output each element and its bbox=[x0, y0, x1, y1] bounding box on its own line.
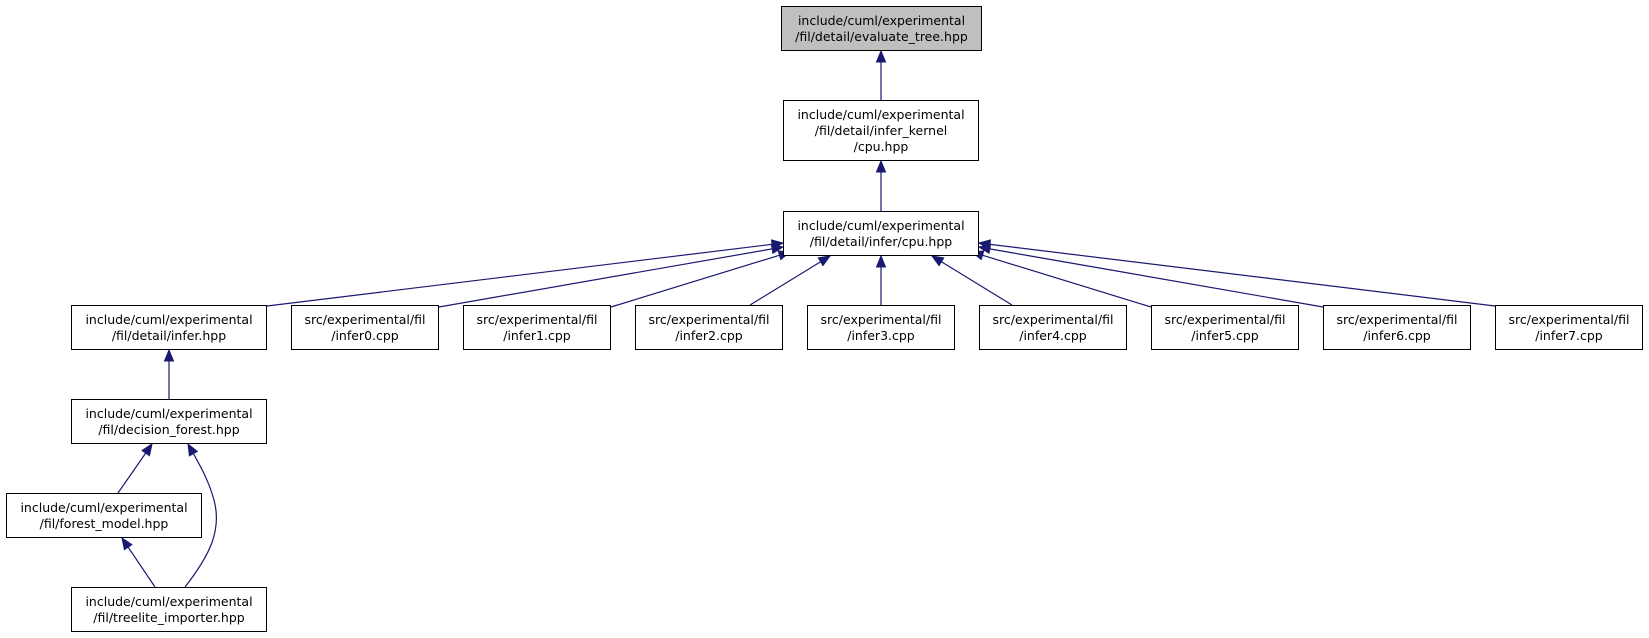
node-infer6[interactable]: src/experimental/fil /infer6.cpp bbox=[1323, 305, 1471, 350]
node-infer4[interactable]: src/experimental/fil /infer4.cpp bbox=[979, 305, 1127, 350]
node-detail-infer[interactable]: include/cuml/experimental /fil/detail/in… bbox=[71, 305, 267, 350]
node-treelite-importer[interactable]: include/cuml/experimental /fil/treelite_… bbox=[71, 587, 267, 632]
node-infer0[interactable]: src/experimental/fil /infer0.cpp bbox=[291, 305, 439, 350]
edge-infer4-to-infer-cpu-arrowhead bbox=[930, 255, 945, 267]
node-line: include/cuml/experimental bbox=[85, 311, 253, 327]
node-line: /fil/detail/evaluate_tree.hpp bbox=[795, 28, 968, 44]
edge-infer1-to-infer-cpu bbox=[610, 251, 791, 308]
node-line: include/cuml/experimental bbox=[85, 593, 253, 609]
node-line: /infer6.cpp bbox=[1363, 327, 1431, 343]
node-line: include/cuml/experimental bbox=[797, 12, 966, 28]
edge-infer7-to-infer-cpu bbox=[978, 242, 1496, 307]
edge-infer0-to-infer-cpu bbox=[438, 246, 784, 308]
edge-infer3-to-infer-cpu-arrowhead bbox=[875, 254, 887, 268]
node-infer-kernel-cpu[interactable]: include/cuml/experimental /fil/detail/in… bbox=[783, 100, 979, 161]
edge-infer4-to-infer-cpu bbox=[931, 255, 1013, 306]
edge-infer2-to-infer-cpu bbox=[749, 255, 831, 306]
edge-infer2-to-infer-cpu-arrowhead bbox=[817, 255, 832, 267]
node-infer3[interactable]: src/experimental/fil /infer3.cpp bbox=[807, 305, 955, 350]
node-line: /infer2.cpp bbox=[675, 327, 743, 343]
node-line: /infer4.cpp bbox=[1019, 327, 1087, 343]
node-line: /infer7.cpp bbox=[1535, 327, 1603, 343]
node-line: src/experimental/fil bbox=[1336, 311, 1458, 327]
node-line: /fil/forest_model.hpp bbox=[39, 515, 169, 531]
node-line: /infer1.cpp bbox=[503, 327, 571, 343]
node-line: /fil/detail/infer.hpp bbox=[111, 327, 227, 343]
node-decision-forest[interactable]: include/cuml/experimental /fil/decision_… bbox=[71, 399, 267, 444]
edge-treelite-importer-to-decision-forest-arrowhead bbox=[187, 442, 199, 457]
node-line: /infer3.cpp bbox=[847, 327, 915, 343]
node-line: src/experimental/fil bbox=[1508, 311, 1630, 327]
node-line: include/cuml/experimental bbox=[797, 106, 965, 122]
edge-decision-forest-to-detail-infer-arrowhead bbox=[163, 348, 175, 362]
edge-infer-cpu-to-infer-kernel-cpu-arrowhead bbox=[875, 159, 887, 173]
node-line: src/experimental/fil bbox=[476, 311, 598, 327]
node-evaluate-tree[interactable]: include/cuml/experimental /fil/detail/ev… bbox=[781, 6, 982, 51]
node-line: /fil/treelite_importer.hpp bbox=[93, 609, 245, 625]
node-infer1[interactable]: src/experimental/fil /infer1.cpp bbox=[463, 305, 611, 350]
edge-treelite-importer-to-forest-model-arrowhead bbox=[121, 536, 133, 551]
node-line: src/experimental/fil bbox=[820, 311, 942, 327]
node-infer2[interactable]: src/experimental/fil /infer2.cpp bbox=[635, 305, 783, 350]
node-line: src/experimental/fil bbox=[648, 311, 770, 327]
edge-infer6-to-infer-cpu bbox=[978, 246, 1324, 308]
node-infer7[interactable]: src/experimental/fil /infer7.cpp bbox=[1495, 305, 1643, 350]
node-forest-model[interactable]: include/cuml/experimental /fil/forest_mo… bbox=[6, 493, 202, 538]
edge-infer0-to-infer-cpu-arrowhead bbox=[770, 243, 785, 255]
node-line: src/experimental/fil bbox=[1164, 311, 1286, 327]
node-line: include/cuml/experimental bbox=[20, 499, 188, 515]
node-line: /fil/detail/infer/cpu.hpp bbox=[809, 233, 953, 249]
node-line: include/cuml/experimental bbox=[797, 217, 965, 233]
node-line: /fil/decision_forest.hpp bbox=[98, 421, 240, 437]
edge-forest-model-to-decision-forest-arrowhead bbox=[141, 442, 153, 457]
node-infer-cpu[interactable]: include/cuml/experimental /fil/detail/in… bbox=[783, 211, 979, 256]
node-line: /cpu.hpp bbox=[853, 138, 909, 154]
node-line: /infer5.cpp bbox=[1191, 327, 1259, 343]
node-line: include/cuml/experimental bbox=[85, 405, 253, 421]
node-infer5[interactable]: src/experimental/fil /infer5.cpp bbox=[1151, 305, 1299, 350]
edge-infer-kernel-cpu-to-evaluate-tree-arrowhead bbox=[875, 49, 887, 63]
node-line: src/experimental/fil bbox=[992, 311, 1114, 327]
edge-treelite-importer-to-decision-forest bbox=[184, 443, 218, 588]
node-line: src/experimental/fil bbox=[304, 311, 426, 327]
edge-infer7-to-infer-cpu-arrowhead bbox=[977, 239, 992, 250]
edge-detail-infer-to-infer-cpu bbox=[266, 242, 784, 307]
node-line: /infer0.cpp bbox=[331, 327, 399, 343]
edge-infer5-to-infer-cpu bbox=[971, 251, 1152, 308]
node-line: /fil/detail/infer_kernel bbox=[814, 122, 948, 138]
